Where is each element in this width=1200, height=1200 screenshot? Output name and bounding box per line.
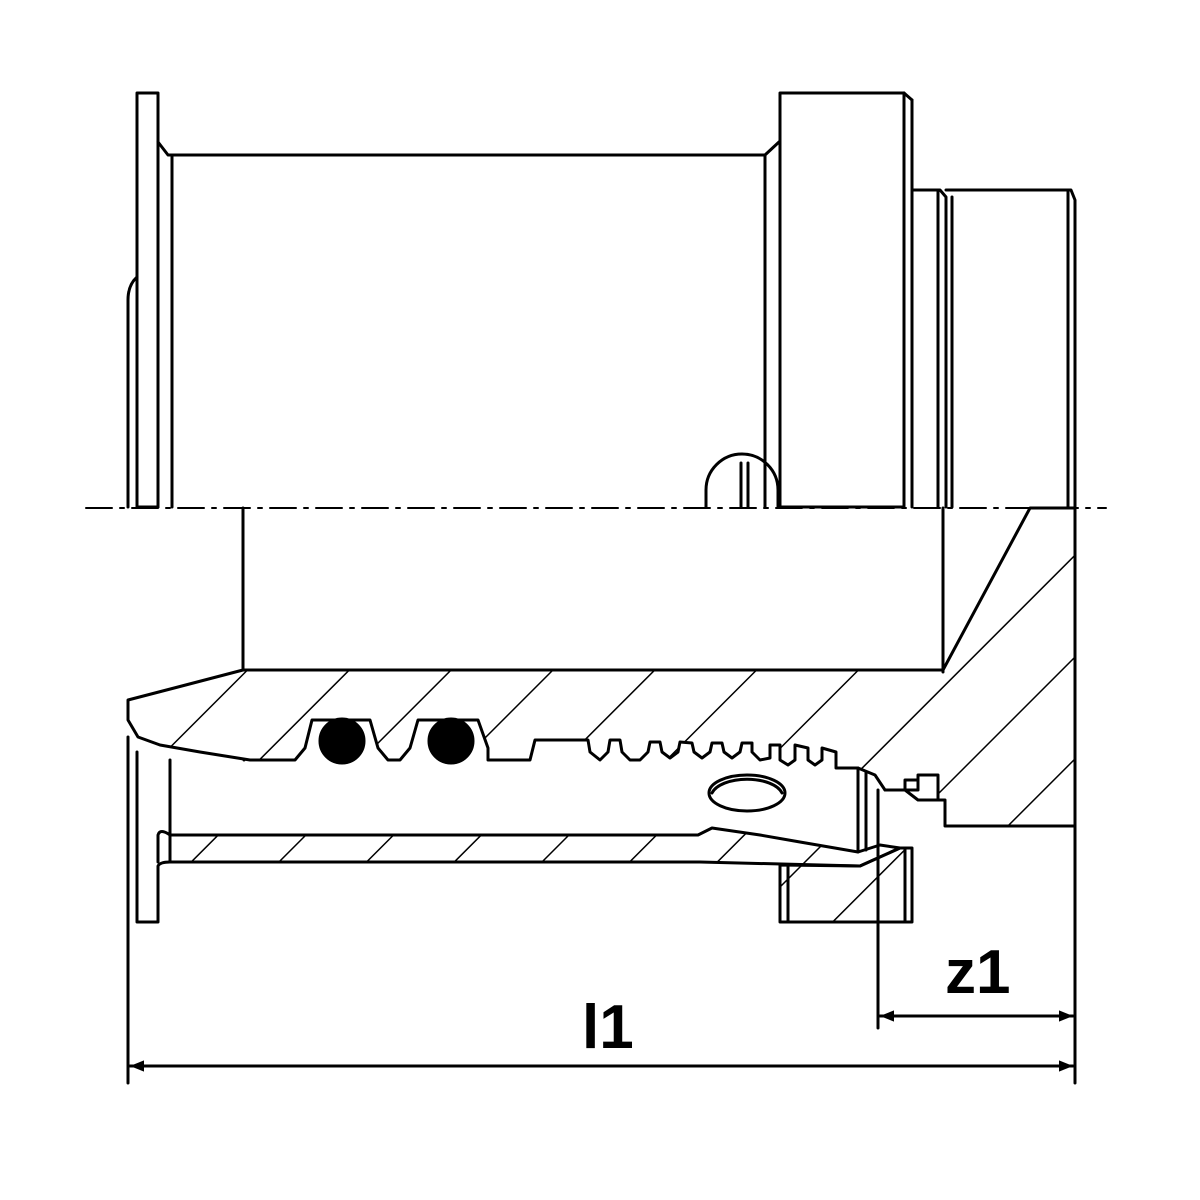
thread-body-top — [944, 188, 1077, 509]
dimension-lines — [128, 824, 1077, 1085]
support-sleeve-section — [168, 826, 902, 868]
lower-section-view — [126, 506, 1077, 1085]
hex-body-top — [778, 91, 906, 509]
upper-exterior-view — [126, 91, 1077, 509]
z1-label: z1 — [945, 938, 1010, 1007]
left-flange-bottom — [135, 750, 172, 924]
o-ring-1 — [318, 717, 366, 765]
inspection-window — [704, 452, 780, 509]
thread-step — [910, 188, 948, 509]
inspection-hole — [707, 773, 787, 813]
sleeve-body — [156, 140, 781, 157]
outer-edge-curve — [126, 275, 139, 509]
left-flange-top — [135, 91, 160, 509]
o-ring-2 — [427, 717, 475, 765]
l1-label: l1 — [582, 993, 634, 1062]
main-body-section — [126, 506, 1077, 828]
